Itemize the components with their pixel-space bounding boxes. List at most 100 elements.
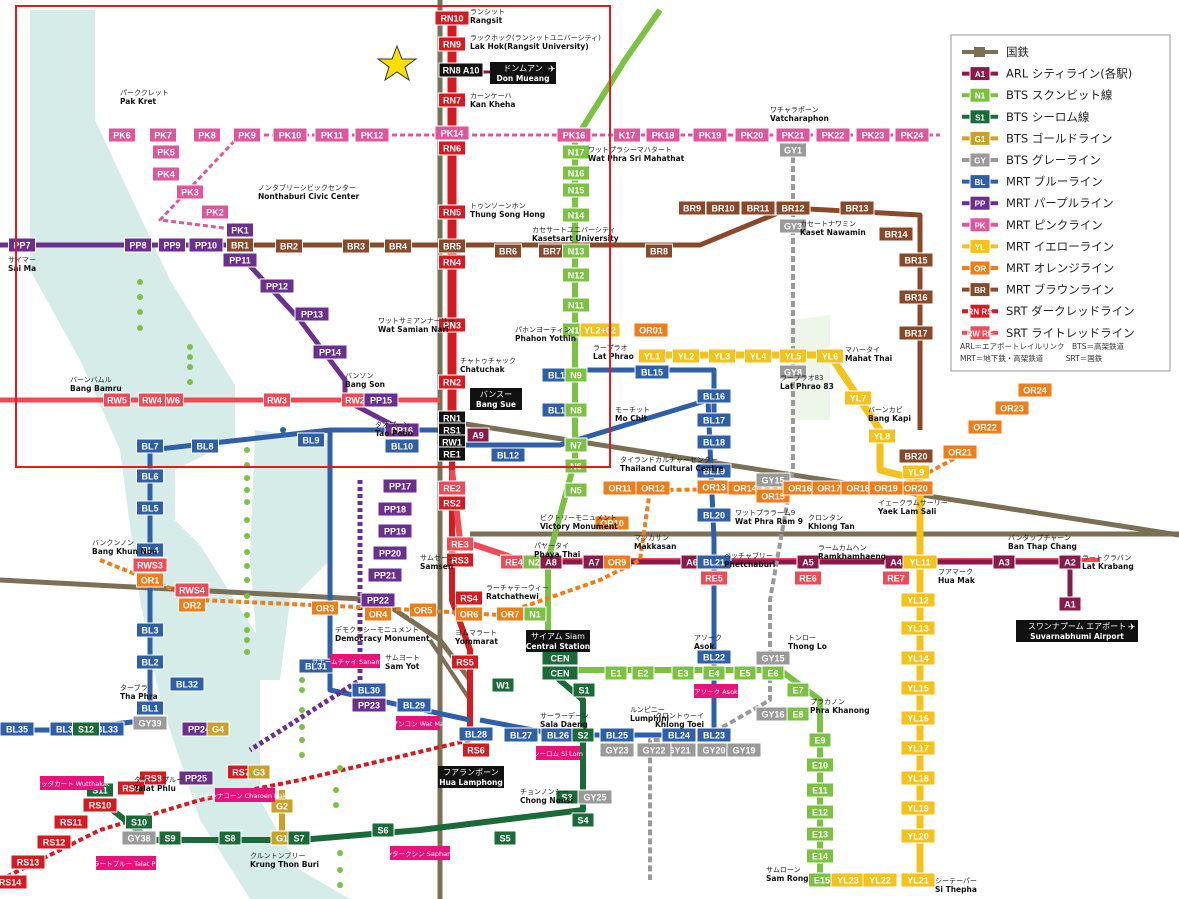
station-yl23: YL23 [830, 872, 866, 888]
label-ban_thap_chang-jp: バンタップチャーン [1008, 533, 1071, 542]
station-rs8: RS8 [139, 770, 167, 786]
label-wat_samian_nari-jp: ワットサミアンナーリー [378, 317, 455, 325]
badge-bg [215, 788, 275, 802]
station-code: G3 [253, 767, 265, 777]
station-box [297, 432, 325, 448]
station-code: YL3 [714, 351, 731, 361]
station-code: PK3 [181, 187, 199, 197]
station-code: YL11 [909, 557, 930, 567]
station-rs4: RS4 [455, 590, 483, 606]
station-code: PK10 [279, 130, 302, 140]
station-box [594, 515, 630, 531]
label-kasetsart-en: Kasetsart University [532, 234, 619, 243]
station-dot [299, 707, 305, 713]
station-box [902, 464, 930, 480]
station-box [734, 127, 770, 143]
station-code: BR20 [904, 451, 927, 461]
badge-en: Suvarnabhumi Airport [1030, 632, 1124, 641]
label-kan_kheha-jp: カーンケーハ [470, 92, 512, 100]
legend-code: YL [975, 243, 985, 252]
station-code: YL13 [907, 623, 929, 633]
station-code: OR7 [501, 609, 520, 619]
station-gy15: GY15 [755, 650, 791, 666]
station-code: PP21 [374, 570, 396, 580]
station-box [816, 348, 844, 364]
station-box [438, 495, 466, 511]
station-code: OR17 [817, 483, 841, 493]
station-code: BR11 [747, 203, 770, 213]
station-code: BR15 [904, 255, 927, 265]
legend-label: BTS グレーライン [1006, 153, 1101, 167]
station-code: E15 [814, 875, 830, 885]
station-box [72, 721, 100, 737]
station-a9: A9 [466, 427, 490, 443]
station-box [806, 782, 834, 798]
station-cen: CEN [541, 665, 579, 681]
badge-bg [396, 716, 440, 730]
station-code: PK4 [157, 169, 175, 179]
station-code: YL12 [907, 595, 929, 605]
station-code: RS14 [0, 877, 21, 887]
park-areas [30, 10, 830, 899]
station-box [696, 727, 732, 743]
label-lat_phrao_83-jp: ラープラオ83 [780, 374, 824, 382]
station-box [384, 238, 412, 254]
station-br5: BR5 [438, 238, 466, 254]
station-bl23: BL23 [696, 727, 732, 743]
legend-swatch [974, 47, 985, 57]
label-wat_phra_ram_9-jp: ワットプララーム9 [735, 509, 795, 517]
station-code: PP17 [389, 481, 411, 491]
station-bl6: BL6 [136, 468, 164, 484]
station-bl30: BL30 [351, 682, 387, 698]
station-code: N5 [570, 485, 582, 495]
station-or7: OR7 [496, 606, 524, 622]
station-code: BR3 [347, 241, 365, 251]
station-code: GY20 [702, 745, 725, 755]
label-wat_samian_nari-en: Wat Samian Nari [378, 325, 449, 334]
station-box [645, 243, 673, 259]
station-e13: E13 [806, 826, 834, 842]
station-pp17: PP17 [382, 478, 418, 494]
label-phahon_yothin-en: Phahon Yothin [515, 334, 576, 343]
station-box [786, 682, 810, 698]
station-code: W1 [496, 680, 510, 690]
label-sala_daeng-en: Sala Daeng [540, 720, 588, 729]
station-box [466, 427, 490, 443]
station-box [158, 237, 186, 253]
label-vatcharaphon-en: Vatcharaphon [770, 114, 829, 123]
station-box [152, 166, 180, 182]
station-box [363, 392, 399, 408]
station-box [384, 438, 420, 454]
legend-item: 国鉄 [962, 45, 1029, 59]
station-dot [299, 677, 305, 683]
station-bl1: BL1 [136, 700, 164, 716]
station-or19: OR19 [868, 480, 904, 496]
station-dot [333, 802, 339, 808]
station-code: PK6 [113, 130, 131, 140]
legend-swatch [969, 109, 991, 125]
station-box [125, 814, 153, 830]
station-box [900, 710, 936, 726]
plane-icon: ✈ [1128, 623, 1136, 633]
station-br17: BR17 [898, 325, 934, 341]
station-box [438, 374, 466, 390]
station-code: RW3 [267, 395, 287, 405]
legend-label: SRT ダークレッドライン [1006, 304, 1135, 318]
station-or01: OR01 [633, 322, 669, 338]
badge-text: ワットマンコン Wat Mangkon [372, 720, 464, 728]
station-code: PP10 [195, 240, 217, 250]
label-ban_thap_chang-en: Ban Thap Chang [1008, 542, 1077, 551]
label-makkasan-jp: マッカサン [634, 534, 669, 542]
station-code: OR3 [316, 603, 335, 613]
label-mahat_thai-jp: マハータイ [845, 345, 880, 354]
station-code: PP20 [379, 548, 401, 558]
legend-code: PP [975, 200, 986, 209]
station-br11: BR11 [740, 200, 776, 216]
label-phetchaburi-jp: ペッチャブリー [724, 551, 773, 560]
label-tha_phra-en: Tha Phra [120, 692, 158, 701]
station-pp15: PP15 [363, 392, 399, 408]
station-code: YL9 [908, 467, 925, 477]
